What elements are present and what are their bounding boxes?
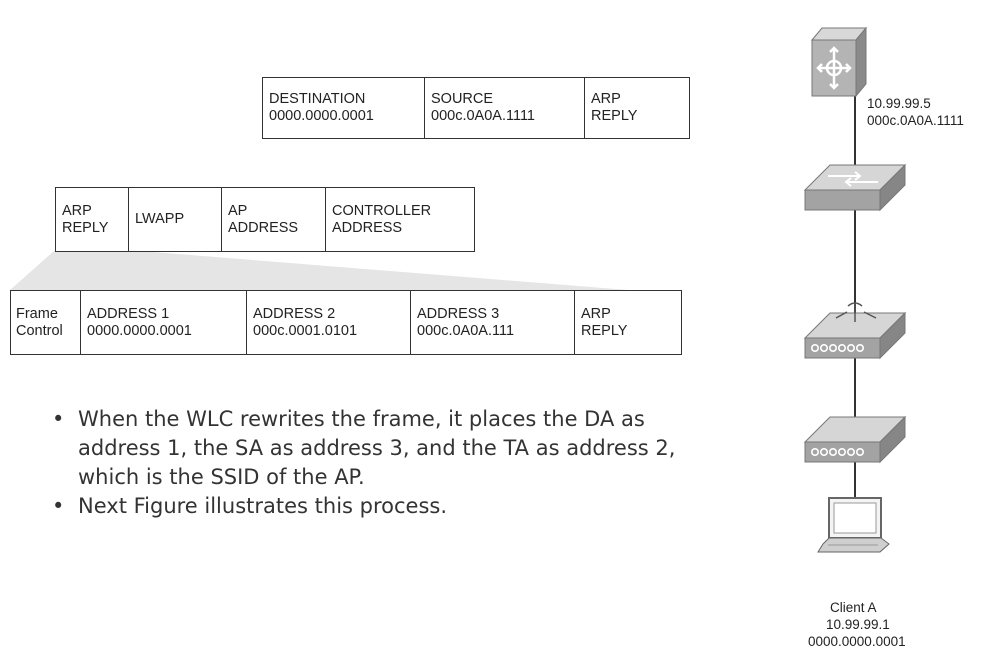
wireless-frame: Frame Control ADDRESS 1 0000.0000.0001 A… [10,290,682,355]
cell-label: CONTROLLER [332,202,432,219]
cell-value: ADDRESS [228,219,299,236]
cell-label: ADDRESS 3 [417,305,500,322]
cell-label: ARP [581,305,611,322]
cell-value: 000c.0A0A.111 [417,322,515,339]
cell-value: 000c.0A0A.1111 [431,108,535,124]
ap-address-cell: AP ADDRESS [222,188,326,251]
cell-value: ADDRESS [332,219,403,236]
router-ip-label: 10.99.99.5 [867,96,931,111]
cell-label: ARP [591,91,621,107]
ethernet-frame: DESTINATION 0000.0000.0001 SOURCE 000c.0… [262,77,690,139]
frame-control-cell: Frame Control [11,291,81,354]
cell-value: REPLY [581,322,628,339]
address-1-cell: ADDRESS 1 0000.0000.0001 [81,291,247,354]
cell-label: DESTINATION [269,91,366,107]
cell-label: ADDRESS 2 [253,305,336,322]
cell-value: REPLY [62,219,109,236]
address-2-cell: ADDRESS 2 000c.0001.0101 [247,291,411,354]
bullet-list: When the WLC rewrites the frame, it plac… [52,405,732,521]
router-mac-label: 000c.0A0A.1111 [867,113,964,128]
client-ip-label: 10.99.99.1 [826,617,890,632]
cell-label: AP [228,202,248,219]
controller-address-cell: CONTROLLER ADDRESS [326,188,474,251]
cell-label: ADDRESS 1 [87,305,170,322]
cell-value: Control [16,322,63,339]
arp-reply-cell: ARP REPLY [56,188,129,251]
lwapp-frame: ARP REPLY LWAPP AP ADDRESS CONTROLLER AD… [55,187,475,252]
address-3-cell: ADDRESS 3 000c.0A0A.111 [411,291,575,354]
cell-label: LWAPP [135,211,185,227]
client-name-label: Client A [830,600,877,615]
cell-value: REPLY [591,108,638,124]
client-mac-label: 0000.0000.0001 [808,634,906,649]
cell-label: ARP [62,202,92,219]
bullet-item: When the WLC rewrites the frame, it plac… [52,405,732,492]
cell-value: 000c.0001.0101 [253,322,358,339]
laptop-icon [817,497,890,553]
cell-label: Frame [16,305,58,322]
destination-cell: DESTINATION 0000.0000.0001 [263,78,425,138]
zoom-wedge-shape [10,250,628,290]
source-cell: SOURCE 000c.0A0A.1111 [425,78,585,138]
arp-reply-cell: ARP REPLY [575,291,681,354]
cell-value: 0000.0000.0001 [87,322,192,339]
switch-icon [803,163,907,212]
cell-label: SOURCE [431,91,494,107]
access-point-icon [803,415,907,464]
router-icon [810,26,868,98]
bullet-item: Next Figure illustrates this process. [52,492,732,521]
arp-reply-cell: ARP REPLY [585,78,689,138]
access-point-icon [803,302,907,360]
lwapp-cell: LWAPP [129,188,222,251]
cell-value: 0000.0000.0001 [269,108,374,124]
